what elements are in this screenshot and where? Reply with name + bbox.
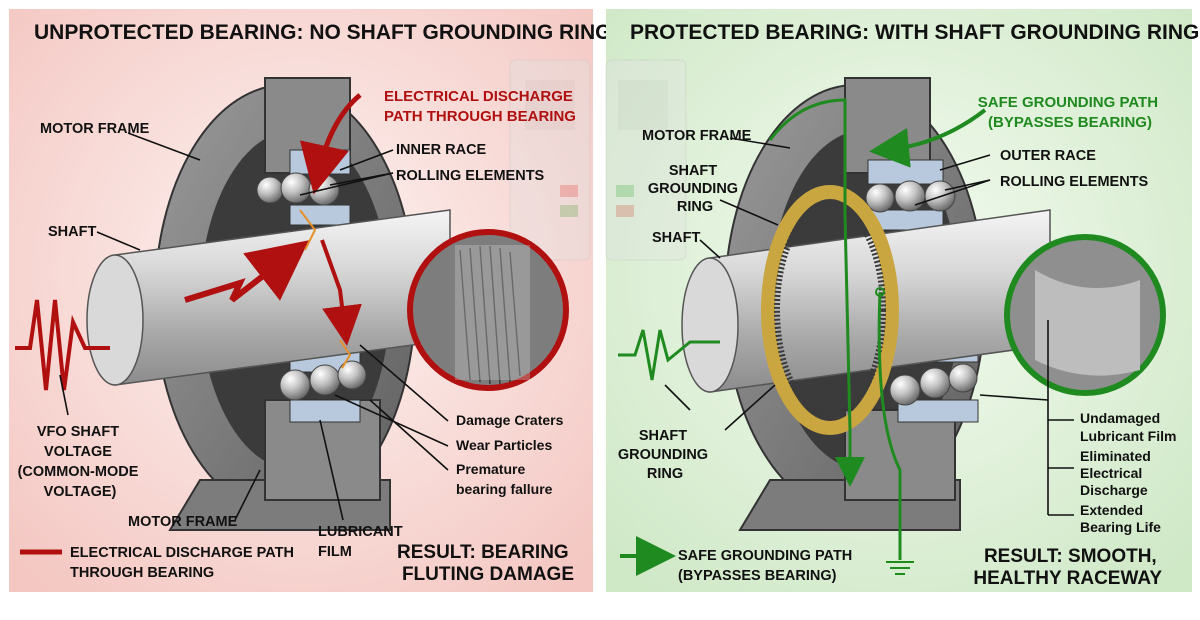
left-motor-frame-bottom-label: MOTOR FRAME <box>128 514 238 530</box>
left-rolling-elements-label: ROLLING ELEMENTS <box>396 168 545 184</box>
right-result-line1: RESULT: SMOOTH, <box>984 546 1157 567</box>
right-sgr-bottom-line1: SHAFT <box>639 428 687 444</box>
right-safe-path-line2: (BYPASSES BEARING) <box>988 114 1152 131</box>
left-legend-label: ELECTRICAL DISCHARGE PATH THROUGH BEARIN… <box>70 545 298 581</box>
right-safe-path-label: SAFE GROUNDING PATH (BYPASSES BEARING) <box>978 94 1162 131</box>
left-discharge-label: ELECTRICAL DISCHARGE PATH THROUGH BEARIN… <box>384 88 577 125</box>
right-magnifier-raceway <box>1004 234 1166 396</box>
right-undamaged-label: Undamaged Lubricant Film <box>1080 410 1176 444</box>
right-legend-line2: (BYPASSES BEARING) <box>678 568 837 584</box>
right-result-line2: HEALTHY RACEWAY <box>973 568 1162 589</box>
right-legend-line1: SAFE GROUNDING PATH <box>678 548 852 564</box>
vfd-drive-right <box>605 59 687 261</box>
left-vfo-voltage-label: VFO SHAFT VOLTAGE (COMMON-MODE VOLTAGE) <box>18 424 143 500</box>
left-premature-line1: Premature <box>456 461 525 477</box>
right-grounding-path <box>768 98 987 575</box>
right-legend-label: SAFE GROUNDING PATH (BYPASSES BEARING) <box>678 548 856 584</box>
left-result-line1: RESULT: BEARING <box>397 542 569 563</box>
right-eliminated-label: Eliminated Electrical Discharge <box>1080 448 1155 498</box>
left-panel: UNPROTECTED BEARING: NO SHAFT GROUNDING … <box>9 9 612 592</box>
right-outer-race-label: OUTER RACE <box>1000 148 1096 164</box>
left-vfo-line1: VFO SHAFT <box>37 424 119 440</box>
left-vfo-line2: VOLTAGE <box>44 444 112 460</box>
left-premature-line2: bearing fallure <box>456 481 553 497</box>
right-shaft-grounding-ring <box>761 185 899 435</box>
right-rolling-elements-label: ROLLING ELEMENTS <box>1000 174 1149 190</box>
right-sgr-bottom-label: SHAFT GROUNDING RING <box>618 428 712 482</box>
left-leader-lines <box>59 132 449 521</box>
right-shaft-label: SHAFT <box>652 230 700 246</box>
left-discharge-label-line2: PATH THROUGH BEARING <box>384 108 576 125</box>
left-damage-craters-label: Damage Craters <box>456 412 564 428</box>
right-panel: PROTECTED BEARING: WITH SHAFT GROUNDING … <box>605 9 1199 592</box>
left-title: UNPROTECTED BEARING: NO SHAFT GROUNDING … <box>34 21 612 44</box>
right-title: PROTECTED BEARING: WITH SHAFT GROUNDING … <box>630 21 1199 44</box>
left-lubricant-line1: LUBRICANT <box>318 524 403 540</box>
left-result-line2: FLUTING DAMAGE <box>402 564 574 585</box>
left-magnifier-fluting <box>407 229 569 391</box>
left-result: RESULT: BEARING FLUTING DAMAGE <box>397 542 574 585</box>
right-undamaged-line1: Undamaged <box>1080 410 1160 426</box>
right-sgr-top-label: SHAFT GROUNDING RING <box>648 163 742 215</box>
right-voltage-waveform <box>618 329 720 381</box>
left-lubricant-label: LUBRICANT FILM <box>318 524 407 560</box>
left-inner-race-label: INNER RACE <box>396 142 487 158</box>
right-extended-label: Extended Bearing Life <box>1080 502 1161 535</box>
right-extended-line1: Extended <box>1080 502 1143 518</box>
right-undamaged-line2: Lubricant Film <box>1080 428 1176 444</box>
left-wear-particles-label: Wear Particles <box>456 437 552 453</box>
right-sgr-bottom-line3: RING <box>647 466 683 482</box>
right-sgr-top-line1: SHAFT <box>669 163 717 179</box>
left-shaft-label: SHAFT <box>48 224 96 240</box>
left-motor-frame-top-label: MOTOR FRAME <box>40 121 150 137</box>
left-legend-line2: THROUGH BEARING <box>70 565 214 581</box>
left-lubricant-line2: FILM <box>318 544 352 560</box>
left-discharge-label-line1: ELECTRICAL DISCHARGE <box>384 88 573 105</box>
left-voltage-waveform <box>15 299 110 391</box>
vfd-drive-left <box>509 59 591 261</box>
left-premature-failure-label: Premature bearing fallure <box>456 461 553 497</box>
right-eliminated-line3: Discharge <box>1080 482 1148 498</box>
left-vfo-line3: (COMMON-MODE <box>18 464 139 480</box>
right-eliminated-line2: Electrical <box>1080 465 1142 481</box>
right-motor-frame-label: MOTOR FRAME <box>642 128 752 144</box>
left-vfo-line4: VOLTAGE) <box>44 484 117 500</box>
right-eliminated-line1: Eliminated <box>1080 448 1151 464</box>
right-result: RESULT: SMOOTH, HEALTHY RACEWAY <box>973 546 1162 589</box>
right-sgr-bottom-line2: GROUNDING <box>618 447 708 463</box>
left-discharge-path <box>184 93 362 369</box>
right-extended-line2: Bearing Life <box>1080 519 1161 535</box>
right-leader-lines <box>664 137 1074 516</box>
right-safe-path-line1: SAFE GROUNDING PATH <box>978 94 1158 111</box>
right-sgr-top-line2: GROUNDING <box>648 181 738 197</box>
right-sgr-top-line3: RING <box>677 199 713 215</box>
left-legend-line1: ELECTRICAL DISCHARGE PATH <box>70 545 294 561</box>
